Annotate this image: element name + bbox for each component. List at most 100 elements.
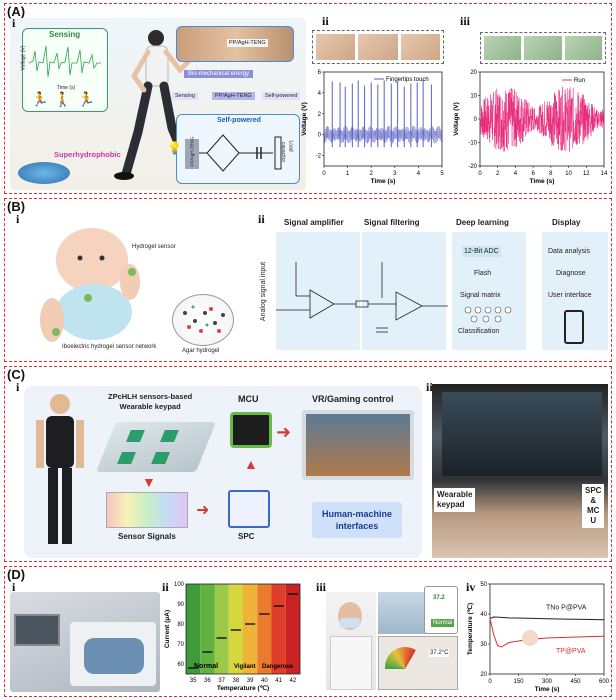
fingertip-baseline-trace [323, 125, 443, 144]
fingertip-photos [312, 30, 444, 64]
temp-zone [200, 584, 215, 674]
panel-b-label: (B) [7, 199, 26, 214]
tt-ytick-label: 40 [480, 612, 487, 618]
hmi-illustration: ZPcHLH sensors-based Wearable keypad MCU… [24, 386, 422, 558]
display-stack: Data analysis Diagnose User interface [546, 238, 606, 348]
flow-left: Sensing [172, 92, 198, 100]
app-normal: Normal [431, 619, 455, 627]
fingertip-photo-3 [400, 34, 440, 60]
display-bg [542, 232, 608, 350]
tt-ylabel: Temperature (℃) [466, 603, 474, 655]
mcu-title: MCU [238, 394, 259, 404]
circuit-diagram [185, 134, 282, 172]
run-xtick-label: 8 [549, 171, 553, 177]
flash-label: Flash [474, 270, 492, 277]
water-splash [18, 162, 70, 184]
run-photo-1 [484, 36, 522, 60]
temp-ytick-label: 90 [177, 602, 184, 608]
sensing-signal [28, 45, 101, 78]
fingertip-ylabel: Voltage (V) [301, 102, 308, 135]
tt-ytick-label: 30 [480, 642, 487, 648]
mcu-chip-icon [230, 412, 272, 448]
sensor-signals-label: Sensor Signals [118, 532, 176, 541]
tt-xtick-label: 300 [542, 679, 553, 685]
filter-bg [362, 232, 446, 350]
baby-icon [522, 630, 538, 646]
person-shirt [330, 636, 372, 690]
temp-xtick-label: 42 [290, 678, 297, 684]
panel-d-iii-label: iii [316, 580, 327, 594]
run-ytick-label: 0 [474, 117, 478, 123]
fingertip-photo-2 [358, 34, 398, 60]
arrow-down-icon: ▼ [142, 474, 156, 490]
spc-mcu-label: SPC & MC U [582, 484, 605, 528]
arrow-up-icon: ▲ [244, 456, 258, 472]
tt-xlabel: Time (s) [535, 686, 560, 693]
fingertip-frame [323, 71, 443, 167]
fingertip-xtick-label: 5 [440, 171, 444, 177]
fingertip-ytick-label: 6 [318, 70, 322, 76]
human-figure [36, 394, 84, 544]
app-temp: 37.2 [433, 595, 445, 601]
temp-xtick-label: 41 [275, 678, 282, 684]
panel-a-label: (A) [7, 4, 26, 19]
gauge-screen: 37.2°C [378, 636, 458, 690]
panel-a-i-label: i [12, 16, 16, 30]
sensing-inset: Sensing Time (s) Voltage (V) 🏃🚶🏃 [20, 28, 108, 112]
run-ytick-label: -10 [468, 141, 477, 147]
panel-d-i-label: i [12, 580, 16, 594]
vr-photo: Wearable keypad SPC & MC U [432, 384, 608, 558]
sensor-signals-box [106, 492, 188, 528]
temp-xtick-label: 37 [218, 678, 225, 684]
tt-xtick-label: 450 [570, 679, 581, 685]
tt-frame [489, 583, 605, 675]
spc-chip-icon [228, 490, 270, 528]
monitor-icon [302, 410, 414, 480]
diagnose-label: Diagnose [556, 270, 586, 277]
fingertip-ytick-label: 0 [318, 133, 322, 139]
tt-ytick-label: 50 [480, 582, 487, 588]
temp-ytick-label: 100 [174, 582, 185, 588]
panel-a-iii-label: iii [460, 14, 471, 28]
arrow-to-spc-icon: ➜ [196, 502, 210, 519]
run-photos [480, 32, 606, 64]
run-photo-3 [564, 36, 602, 60]
temp-xtick-label: 35 [190, 678, 197, 684]
panel-b-i-label: i [16, 212, 20, 226]
fingertip-legend-label: Fingertips touch [386, 77, 429, 83]
neural-net-icon [464, 306, 512, 323]
temp-xtick-label: 36 [204, 678, 211, 684]
panel-a-i-illustration: i Sensing Time (s) Voltage (V) 🏃🚶🏃 PP/Ag… [10, 16, 306, 190]
fingertip-ytick-label: 2 [318, 112, 322, 118]
series-no-p-line [489, 616, 605, 621]
filter-title: Signal filtering [364, 218, 420, 227]
agar-hydrogel-circle [172, 294, 234, 346]
fingertip-xtick-label: 2 [370, 171, 374, 177]
phone-icon [564, 310, 584, 344]
fingertip-xtick-label: 0 [322, 171, 326, 177]
panel-d-label: (D) [7, 567, 26, 582]
display-title: Display [552, 218, 581, 227]
run-xtick-label: 14 [601, 171, 608, 177]
fingertip-xtick-label: 4 [417, 171, 421, 177]
run-xtick-label: 6 [531, 171, 535, 177]
sensing-ylabel: Voltage (V) [20, 45, 27, 71]
keypad-key-3 [117, 452, 136, 464]
device-label: PP/AgH-TENG [227, 39, 268, 47]
signal-pipeline: Signal amplifier Signal filtering Deep l… [260, 218, 610, 358]
dl-title: Deep learning [456, 218, 509, 227]
panel-c [4, 366, 612, 562]
fingertip-ytick-label: 4 [318, 91, 322, 97]
run-ytick-label: 20 [470, 70, 477, 76]
temp-ytick-label: 80 [177, 622, 184, 628]
run-photo-2 [524, 36, 562, 60]
load-label: Load [287, 140, 294, 152]
temp-zone [214, 584, 229, 674]
panel-b-ii-label: ii [258, 212, 265, 226]
panel-a [4, 3, 612, 194]
teng-label: PP/AgH-TENG [189, 136, 195, 167]
run-xtick-label: 2 [496, 171, 500, 177]
run-xlabel: Time (s) [530, 178, 555, 185]
